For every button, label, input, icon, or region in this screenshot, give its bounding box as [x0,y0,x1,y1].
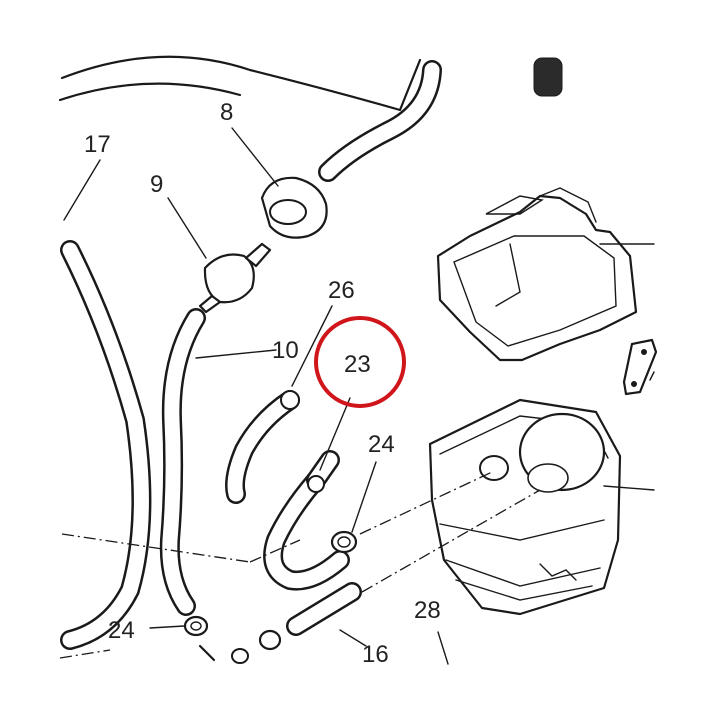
label-24-lower: 24 [108,617,135,644]
bracket-upper-right [436,187,638,362]
label-28: 28 [414,597,441,624]
clamp-bottom [198,629,282,664]
highlight-ring [314,316,406,408]
part-9-valve [198,242,272,314]
part-8-sleeve [260,176,328,239]
clamp-24-left [183,615,209,637]
label-17: 17 [84,131,111,158]
clamp-24-middle [330,530,358,554]
label-9: 9 [150,171,163,198]
hose-16 [286,582,362,636]
label-16: 16 [362,641,389,668]
hose-10 [159,308,206,616]
label-8: 8 [220,99,233,126]
upper-hose [318,60,442,182]
label-23: 23 [344,351,371,378]
hose-26 [225,390,300,504]
rubber-tip [533,57,563,97]
reservoir-tank [428,398,622,616]
assembly-lines [59,471,541,659]
leader-lines [63,127,655,665]
top-left-hose [58,55,422,112]
hose-23 [263,450,350,591]
label-26: 26 [328,277,355,304]
hose-17 [60,240,152,650]
link-arm [622,338,658,396]
label-10: 10 [272,337,299,364]
label-24-upper: 24 [368,431,395,458]
